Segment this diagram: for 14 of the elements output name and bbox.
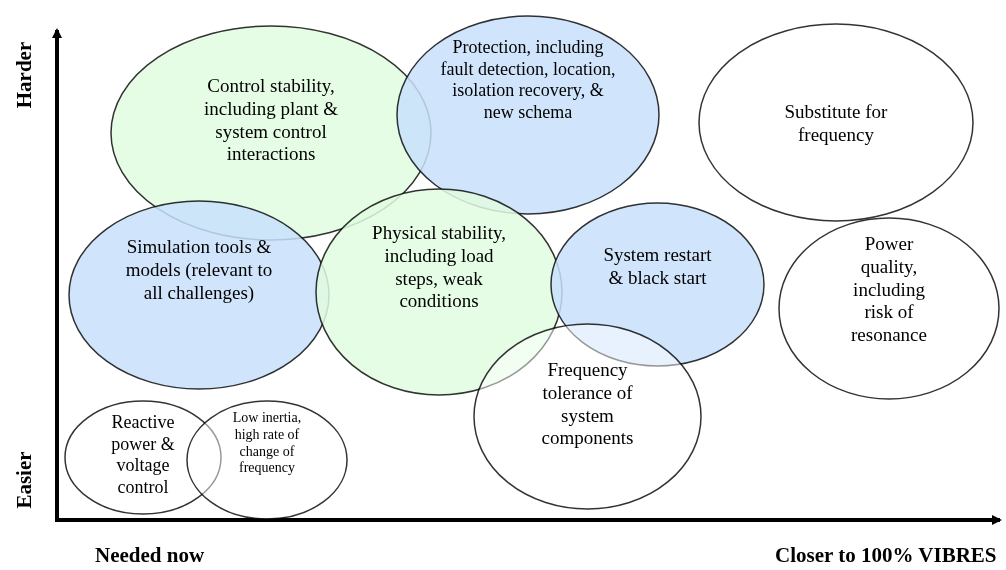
ellipse-label: Protection, including fault detection, location, isolation recovery, & new schema	[439, 37, 617, 124]
ellipse-label: Frequency tolerance of system components	[540, 359, 635, 451]
ellipse-label: Physical stability, including load steps, weak conditions	[371, 222, 507, 314]
ellipse-label: Reactive power & voltage control	[110, 412, 176, 499]
ellipse-label: Low inertia, high rate of change of frequency	[231, 410, 303, 478]
ellipse-label: System restart & black start	[602, 244, 713, 290]
ellipse-label: Power quality, including risk of resonance	[850, 233, 928, 347]
axis-label: Easier	[11, 451, 37, 509]
axis-label: Harder	[11, 41, 37, 109]
axis-label: Needed now	[95, 543, 205, 568]
ellipse-label: Simulation tools & models (relevant to all challenges)	[124, 236, 274, 305]
ellipse-label: Control stability, including plant & system control interactions	[202, 75, 339, 167]
axis-label: Closer to 100% VIBRES	[775, 543, 997, 568]
ellipse-label: Substitute for frequency	[783, 101, 889, 147]
